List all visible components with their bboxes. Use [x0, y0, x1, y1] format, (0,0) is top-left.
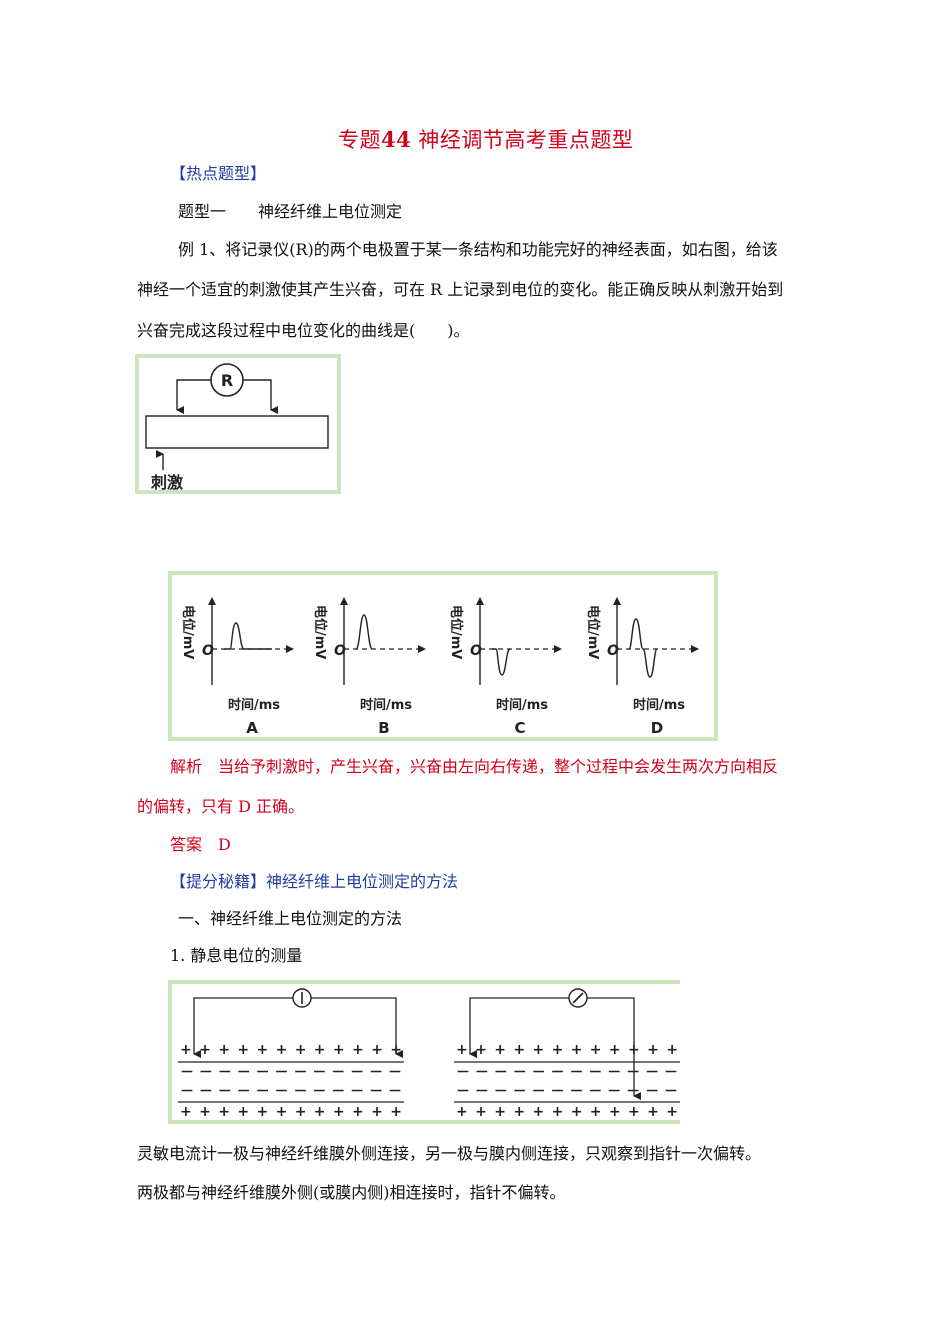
right-lead — [311, 997, 403, 1058]
y-axis-label: 电位/mV — [448, 605, 464, 659]
charge-row: － － － － － － － － － － － － — [456, 1065, 678, 1081]
curve-option-a: 电位/mV O 时间/msA — [180, 597, 294, 737]
left-lead — [469, 997, 569, 1058]
option-label: A — [246, 719, 258, 737]
title-rest: 神经调节高考重点题型 — [411, 128, 634, 152]
membrane-diagram: + + + + + + + + + + + + － － － － － － － － －… — [178, 988, 680, 1120]
origin-label: O — [470, 643, 482, 659]
tip-label: 【提分秘籍】 — [170, 872, 267, 891]
heading-one: 一、神经纤维上电位测定的方法 — [178, 909, 403, 928]
answer: 答案 D — [170, 835, 231, 854]
potential-curve — [355, 614, 373, 650]
tip-line: 【提分秘籍】神经纤维上电位测定的方法 — [170, 872, 458, 892]
charge-row: + + + + + + + + + + + + — [456, 1104, 678, 1120]
analysis-line-1: 解析 当给予刺激时，产生兴奋，兴奋由左向右传递，整个过程中会发生两次方向相反 — [170, 757, 779, 776]
origin-label: O — [334, 643, 346, 659]
para-line-2: 两极都与神经纤维膜外侧(或膜内侧)相连接时，指针不偏转。 — [137, 1183, 566, 1202]
charge-row: + + + + + + + + + + + + — [456, 1042, 678, 1058]
potential-curve — [492, 648, 511, 676]
resting-panel-right: + + + + + + + + + + + + － － － － － － － － －… — [454, 988, 680, 1120]
figure-resting-potential: + + + + + + + + + + + + － － － － － － － － －… — [168, 980, 680, 1124]
right-lead — [587, 997, 641, 1100]
example-line-3: 兴奋完成这段过程中电位变化的曲线是( )。 — [137, 321, 470, 340]
x-axis-label: 时间/ms — [360, 697, 412, 713]
x-axis-label: 时间/ms — [496, 697, 548, 713]
x-axis-label: 时间/ms — [633, 697, 685, 713]
charge-row: － － － － － － － － － － － － — [456, 1084, 678, 1100]
y-axis-label: 电位/mV — [585, 605, 601, 659]
origin-label: O — [202, 643, 214, 659]
charge-row: + + + + + + + + + + + + — [180, 1042, 402, 1058]
curve-option-d: 电位/mV O 时间/msD — [585, 597, 699, 737]
resting-panel-left: + + + + + + + + + + + + － － － － － － － － －… — [178, 988, 404, 1120]
potential-curve — [224, 622, 272, 650]
curve-option-b: 电位/mV O 时间/msB — [312, 597, 426, 737]
option-label: D — [651, 719, 663, 737]
title-prefix: 专题 — [338, 128, 381, 152]
origin-label: O — [607, 643, 619, 659]
y-axis-label: 电位/mV — [312, 605, 328, 659]
potential-curve — [628, 618, 658, 678]
charge-row: + + + + + + + + + + + + — [180, 1104, 402, 1120]
example-line-2: 神经一个适宜的刺激使其产生兴奋，可在 R 上记录到电位的变化。能正确反映从刺激开… — [137, 280, 784, 299]
para-line-1: 灵敏电流计一极与神经纤维膜外侧连接，另一极与膜内侧连接，只观察到指针一次偏转。 — [137, 1144, 762, 1163]
charge-row: － － － － － － － － － － － － — [180, 1065, 402, 1081]
option-label: C — [514, 719, 525, 737]
stimulus-label: 刺激 — [150, 473, 183, 490]
curve-option-c: 电位/mV O 时间/msC — [448, 597, 562, 737]
type-one-heading: 题型一 神经纤维上电位测定 — [178, 202, 403, 221]
left-lead — [193, 997, 293, 1058]
x-axis-label: 时间/ms — [228, 697, 280, 713]
section-hot: 【热点题型】 — [170, 164, 267, 183]
analysis-line-2: 的偏转，只有 D 正确。 — [137, 797, 305, 816]
tip-text: 神经纤维上电位测定的方法 — [266, 872, 459, 891]
recorder-diagram: R 刺激 — [145, 363, 329, 492]
figure-recorder-setup: R 刺激 — [135, 354, 341, 494]
example-line-1: 例 1、将记录仪(R)的两个电极置于某一条结构和功能完好的神经表面，如右图，给该 — [178, 240, 778, 259]
needle — [572, 992, 584, 1004]
page-title: 专题44 神经调节高考重点题型 — [338, 124, 633, 154]
title-number: 44 — [381, 127, 412, 152]
item-one: 1. 静息电位的测量 — [170, 946, 303, 965]
charge-row: － － － － － － － － － － － － — [180, 1084, 402, 1100]
y-axis-label: 电位/mV — [180, 605, 196, 659]
meter-label: R — [221, 371, 233, 390]
option-label: B — [378, 719, 389, 737]
